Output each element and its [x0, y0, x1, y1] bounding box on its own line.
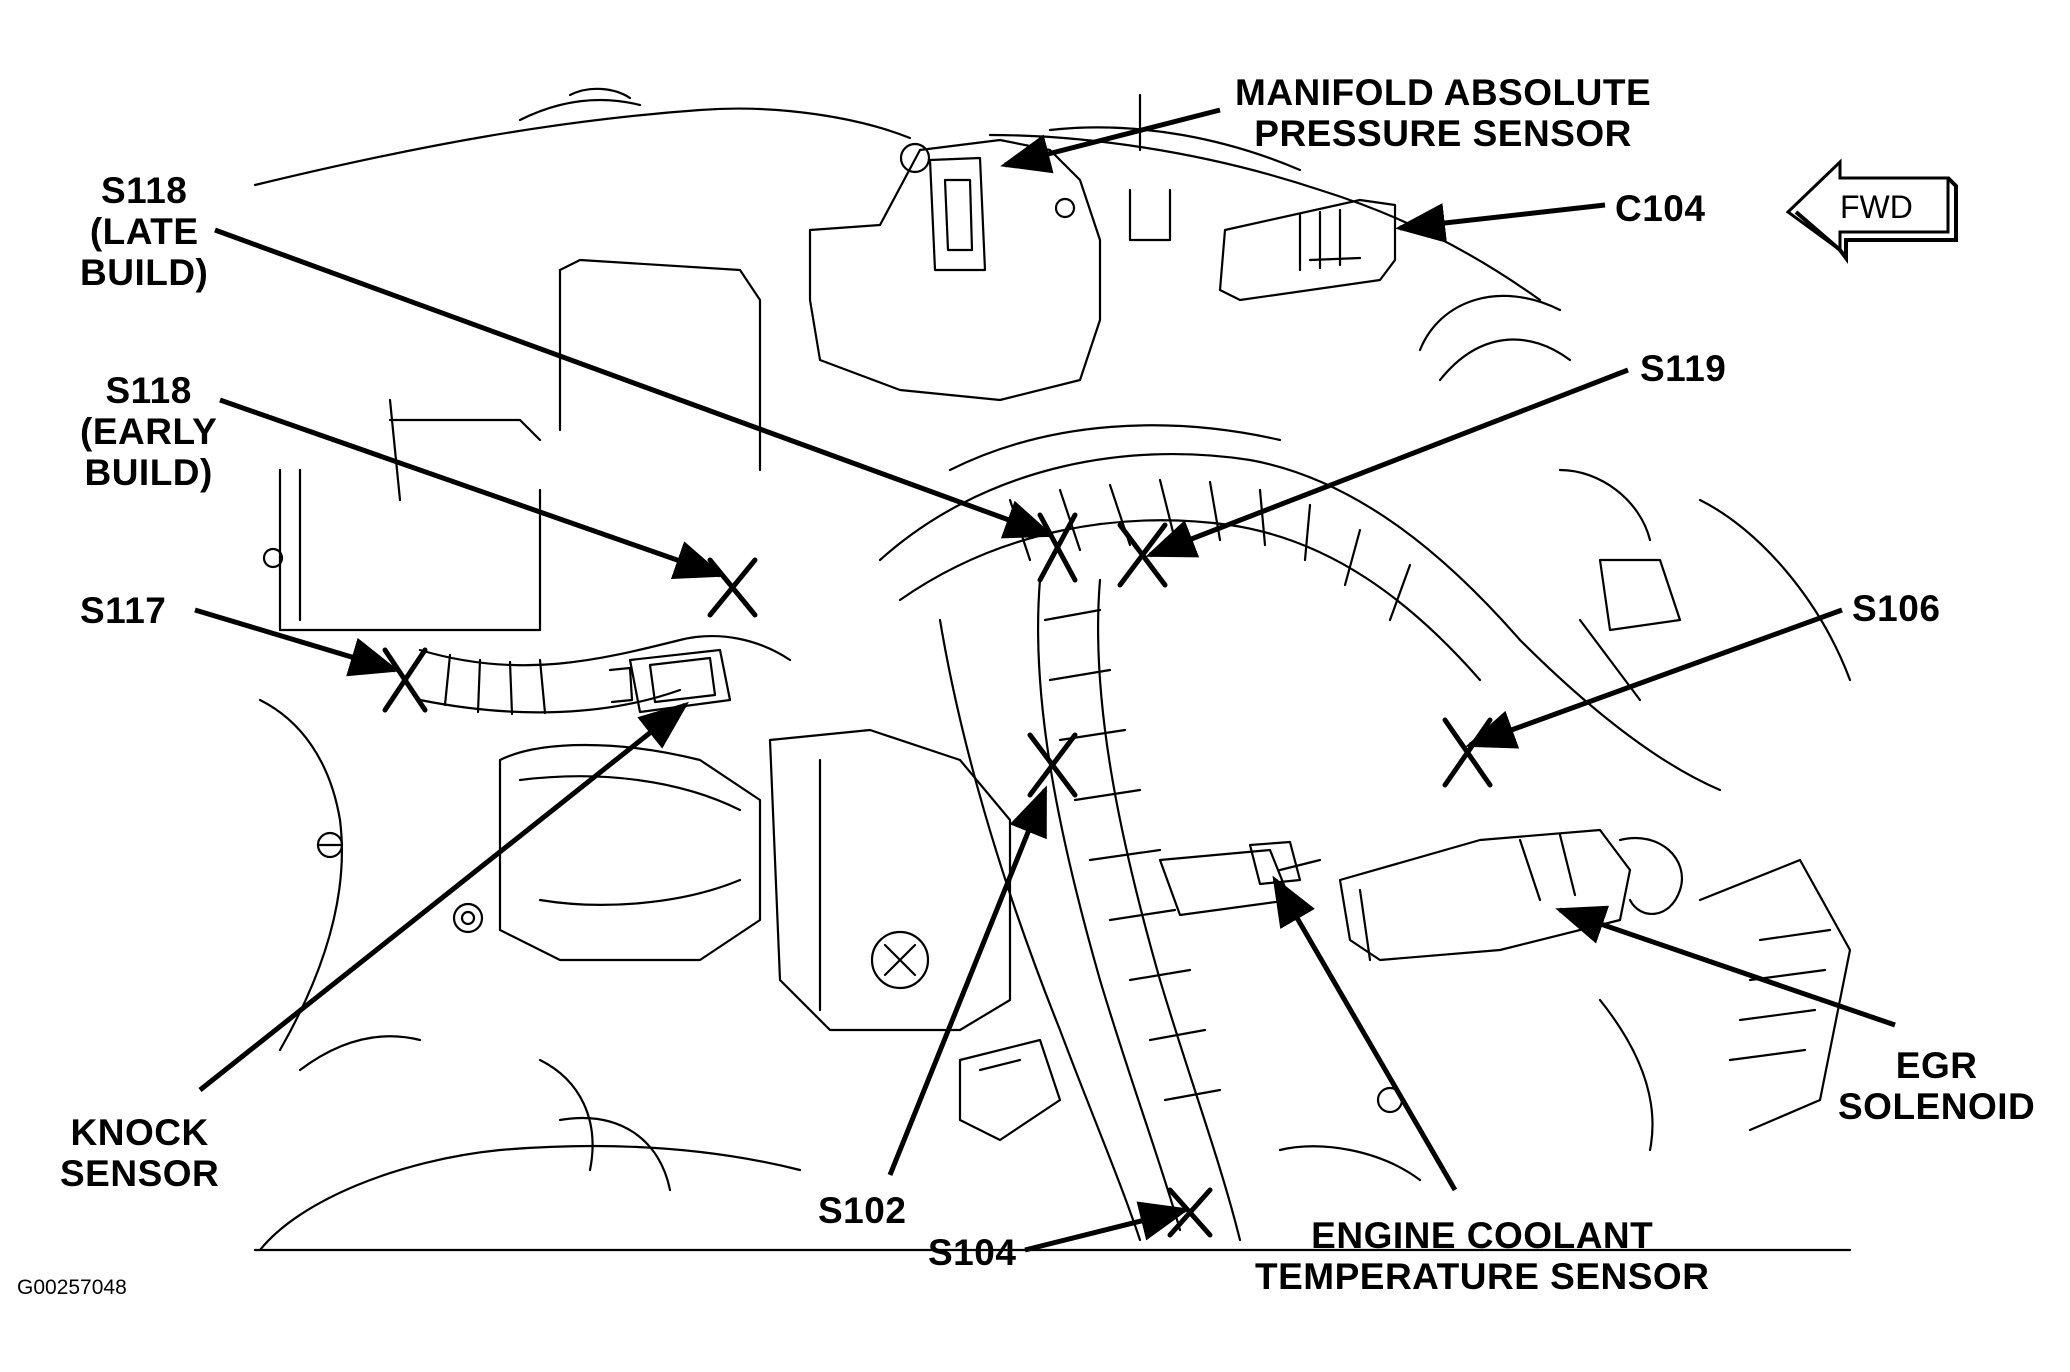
s118-early-label: S118 (EARLY BUILD) — [80, 370, 218, 493]
leader-arrows — [194, 107, 1896, 1253]
leader-ect-sensor — [1272, 875, 1458, 1192]
s106-label: S106 — [1852, 588, 1941, 629]
fwd-arrow-icon: FWD — [1785, 158, 1958, 264]
c104-label: C104 — [1615, 188, 1706, 229]
knock-sensor-label: KNOCK SENSOR — [60, 1112, 220, 1194]
splice-markers — [382, 512, 1493, 1238]
figure-id: G00257048 — [17, 1276, 127, 1299]
splice-mark-s102 — [1027, 732, 1078, 798]
s119-label: S119 — [1640, 348, 1727, 389]
leader-s119 — [1145, 367, 1629, 558]
leader-s118-early — [219, 397, 725, 580]
splice-mark-s117 — [382, 647, 428, 713]
leader-s118-late — [214, 227, 1055, 539]
leader-egr-solenoid — [1555, 905, 1896, 1028]
leader-s117 — [194, 607, 400, 677]
leader-s104 — [1024, 1201, 1190, 1253]
splice-mark-s119 — [1117, 522, 1168, 588]
leader-s106 — [1465, 607, 1843, 749]
map-sensor-label-line2: PRESSURE SENSOR — [1254, 113, 1632, 154]
splice-mark-s118-late — [1037, 512, 1078, 583]
egr-solenoid-label: EGR SOLENOID — [1838, 1045, 2036, 1127]
splice-mark-s106 — [1442, 717, 1493, 788]
ect-sensor-label: ENGINE COOLANT TEMPERATURE SENSOR — [1255, 1215, 1710, 1297]
leader-s102 — [887, 785, 1048, 1176]
s102-label: S102 — [818, 1190, 907, 1231]
s104-label: S104 — [928, 1232, 1017, 1273]
leader-c104 — [1395, 202, 1606, 243]
map-sensor-label: MANIFOLD ABSOLUTE PRESSURE SENSOR — [1235, 72, 1651, 154]
fwd-label: FWD — [1840, 189, 1913, 225]
s118-late-label: S118 (LATE BUILD) — [80, 170, 209, 293]
map-sensor-label-line1: MANIFOLD ABSOLUTE — [1235, 72, 1652, 113]
s117-label: S117 — [80, 590, 167, 631]
leader-knock-sensor — [198, 701, 689, 1092]
leader-map-sensor — [1000, 107, 1221, 174]
engine-line-art — [253, 87, 1852, 1252]
splice-mark-s118-early — [707, 557, 758, 618]
